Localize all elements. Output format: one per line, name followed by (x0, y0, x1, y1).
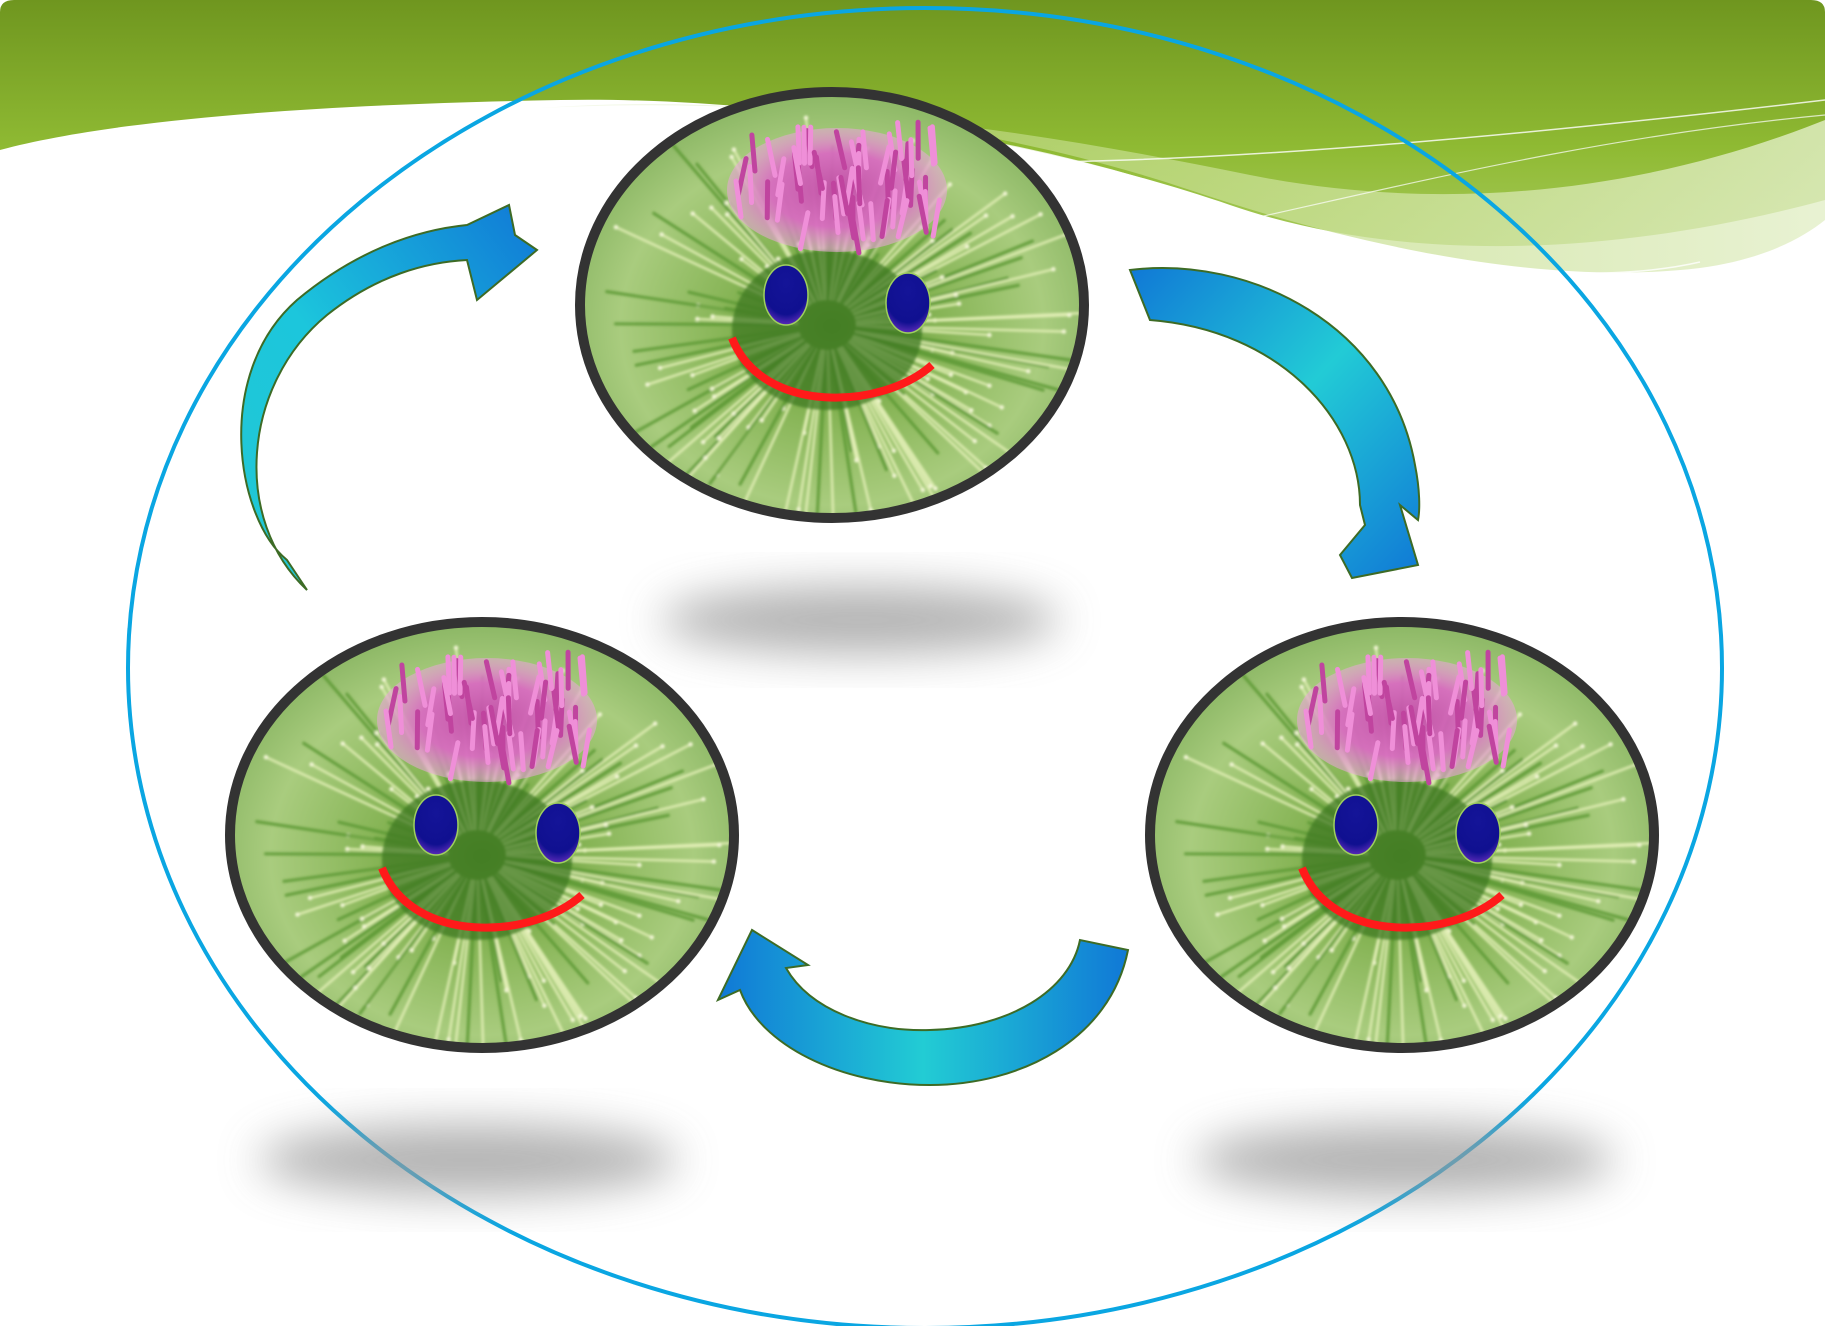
left-eye-icon (414, 795, 458, 855)
right-eye-icon (1456, 803, 1500, 863)
arrow-top-to-right (1130, 268, 1419, 578)
right-eye-icon (536, 803, 580, 863)
right-eye-icon (886, 273, 930, 333)
node-bottom-left (230, 622, 758, 1088)
left-eye-icon (764, 265, 808, 325)
arrow-right-to-left (718, 930, 1128, 1085)
left-eye-icon (1334, 795, 1378, 855)
smiling-burdock-flower-image (230, 622, 758, 1088)
arrow-left-to-top (241, 205, 537, 590)
